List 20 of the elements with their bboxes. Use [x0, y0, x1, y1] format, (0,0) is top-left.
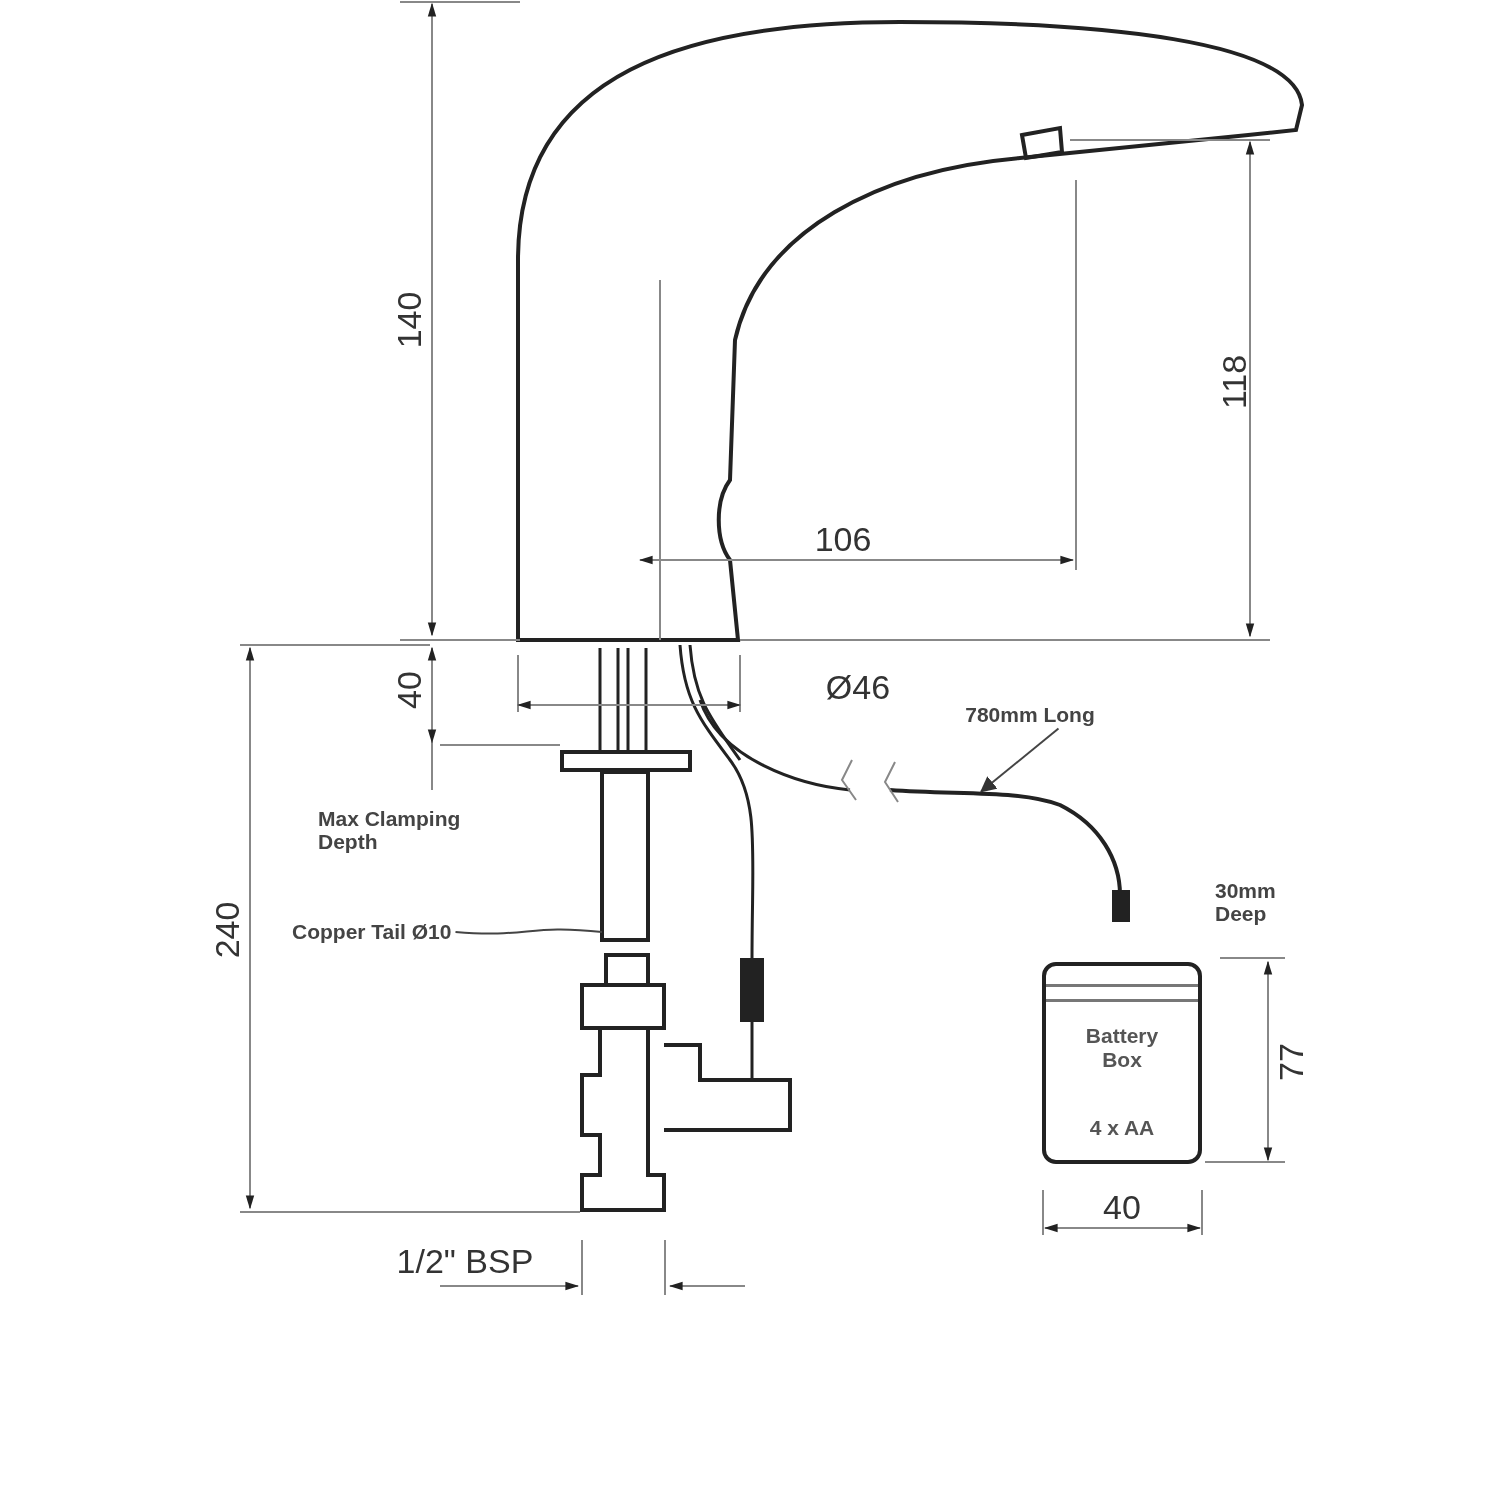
callout-text: Copper Tail Ø10 — [292, 920, 452, 944]
dimension-label: 77 — [1273, 1043, 1311, 1081]
note-text: Max Clamping Depth — [318, 806, 462, 854]
cable — [883, 761, 1130, 922]
battery-box — [1042, 962, 1202, 1164]
dimension-label: 240 — [209, 901, 247, 959]
copper-tail — [600, 770, 650, 942]
leader-line — [454, 928, 603, 935]
dimension-label: 118 — [1216, 354, 1254, 410]
dimension-label: 40 — [391, 671, 429, 709]
callout-text: 780mm Long — [965, 703, 1095, 727]
dimension-label: 40 — [1103, 1189, 1141, 1227]
dimension-label: 140 — [391, 291, 429, 349]
leader-line — [979, 727, 1060, 793]
dimension-label: 106 — [814, 521, 872, 559]
box-label: 4 x AA — [1088, 1116, 1156, 1140]
note-text: 30mm Deep — [1215, 878, 1277, 926]
dimension-label: 1/2" BSP — [396, 1243, 534, 1281]
box-label: Battery Box — [1084, 1024, 1160, 1072]
dimension-label: Ø46 — [825, 669, 891, 707]
